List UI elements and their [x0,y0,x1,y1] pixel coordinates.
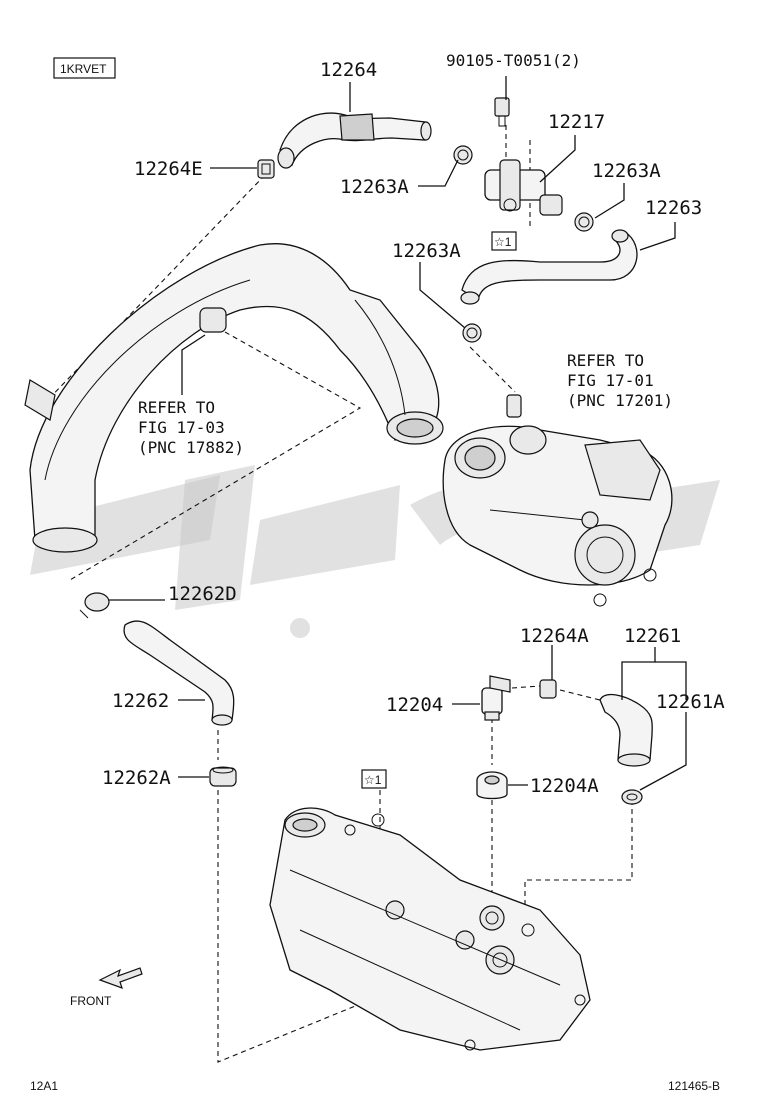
pcv-valve-12204 [481,675,511,721]
part-label-90105-T0051: 90105-T0051(2) [446,51,581,70]
engine-code: 1KRVET [60,62,107,76]
front-arrow-icon [98,967,143,989]
clip-12264E [257,159,275,179]
clamp-12263A-top [453,145,473,165]
star-mark-box-1 [491,231,517,251]
intake-hose [24,243,444,553]
part-label-12263A-top: 12263A [340,176,409,198]
footer-right-code: 121465-B [668,1079,720,1093]
ref-b-line1: REFER TO [567,351,644,370]
part-label-12204: 12204 [386,694,443,716]
part-label-12264: 12264 [320,59,377,81]
part-label-12263A-lower: 12263A [392,240,461,262]
part-label-12262A: 12262A [102,767,171,789]
part-label-12262D: 12262D [168,583,237,605]
ref-b-line3: (PNC 17201) [567,391,673,410]
ref-a-line3: (PNC 17882) [138,438,244,457]
clamp-12263A-right [574,212,594,232]
clamp-12262A [209,766,237,787]
footer-left-code: 12A1 [30,1079,58,1093]
clamp-12262D [79,592,110,619]
turbocharger [442,394,673,607]
engine-code-box [53,57,116,79]
part-label-12263A-right: 12263A [592,160,661,182]
part-label-12264A: 12264A [520,625,589,647]
valve-12217 [484,97,563,216]
star-mark-1: ☆1 [494,235,512,249]
star-mark-2: ☆1 [364,773,382,787]
part-label-12261A: 12261A [656,691,725,713]
hose-12263 [460,229,638,305]
clamp-12261A [621,789,643,805]
part-label-12262: 12262 [112,690,169,712]
clip-12264A [539,679,557,699]
part-label-12263: 12263 [645,197,702,219]
front-label: FRONT [70,994,112,1008]
hose-12261 [599,693,653,767]
part-label-12261: 12261 [624,625,681,647]
clamp-12263A-lower [462,323,482,343]
grommet-12204A [476,771,508,800]
ref-a-line1: REFER TO [138,398,215,417]
part-label-12264E: 12264E [134,158,203,180]
part-label-12204A: 12204A [530,775,599,797]
ref-a-line2: FIG 17-03 [138,418,225,437]
leader-lines [108,76,687,791]
ref-b-line2: FIG 17-01 [567,371,654,390]
part-label-12217: 12217 [548,111,605,133]
star-mark-box-2 [361,769,387,789]
hose-12262 [123,620,235,726]
hose-12264 [277,112,432,169]
cylinder-head-cover [269,807,591,1051]
